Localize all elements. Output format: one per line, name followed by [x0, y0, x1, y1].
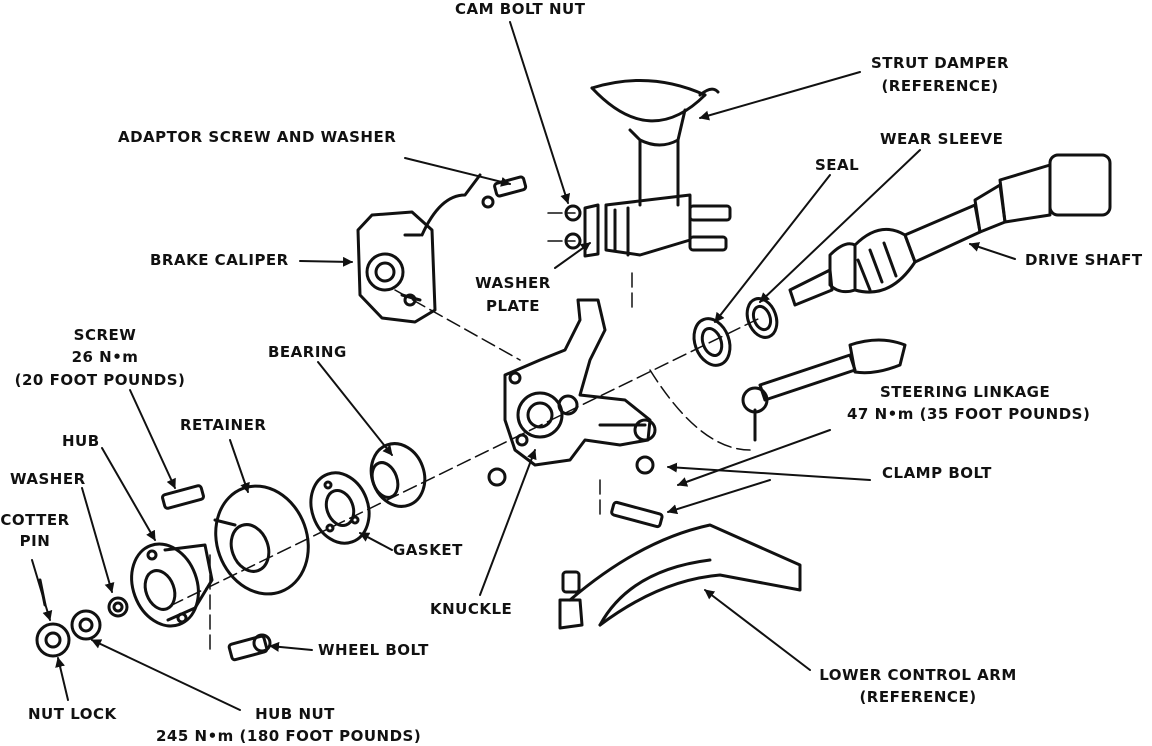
label-drive-shaft: DRIVE SHAFT	[1025, 251, 1143, 269]
knuckle	[503, 298, 657, 467]
wear-sleeve	[745, 297, 779, 339]
hub	[130, 542, 214, 628]
label-washer-plate-line2: PLATE	[486, 297, 540, 315]
label-knuckle: KNUCKLE	[430, 600, 513, 618]
gasket	[309, 471, 371, 545]
label-steering-linkage: STEERING LINKAGE	[880, 383, 1051, 401]
fasteners	[35, 455, 664, 662]
label-hub-nut-torque: 245 N•m (180 FOOT POUNDS)	[156, 727, 422, 745]
label-lower-control-arm: LOWER CONTROL ARM	[819, 666, 1017, 684]
label-washer: WASHER	[10, 470, 86, 488]
label-seal: SEAL	[815, 156, 860, 174]
label-cotter-pin-line2: PIN	[19, 532, 51, 550]
label-cotter-pin-line1: COTTER	[0, 511, 70, 529]
brake-caliper	[356, 173, 528, 324]
label-screw: SCREW	[73, 326, 137, 344]
label-strut-damper: STRUT DAMPER	[871, 54, 1009, 72]
seal	[692, 317, 732, 367]
label-screw-torque-nm: 26 N•m	[71, 348, 139, 366]
label-hub: HUB	[62, 432, 100, 450]
label-bearing: BEARING	[268, 343, 347, 361]
label-cam-bolt-nut: CAM BOLT NUT	[455, 0, 586, 18]
label-gasket: GASKET	[393, 541, 463, 559]
label-clamp-bolt: CLAMP BOLT	[882, 464, 992, 482]
lower-control-arm	[558, 523, 802, 630]
leader-lines	[31, 21, 1016, 711]
bearing	[369, 442, 427, 508]
label-brake-caliper: BRAKE CALIPER	[150, 251, 289, 269]
drive-shaft	[788, 153, 1112, 307]
label-nut-lock: NUT LOCK	[28, 705, 117, 723]
label-retainer: RETAINER	[180, 416, 267, 434]
label-adaptor-screw-and-washer: ADAPTOR SCREW AND WASHER	[118, 128, 397, 146]
label-steering-linkage-torque: 47 N•m (35 FOOT POUNDS)	[847, 405, 1091, 423]
label-lower-control-arm-reference: (REFERENCE)	[859, 688, 977, 706]
label-strut-damper-reference: (REFERENCE)	[881, 77, 999, 95]
label-wheel-bolt: WHEEL BOLT	[318, 641, 429, 659]
label-screw-torque-ft: (20 FOOT POUNDS)	[14, 371, 186, 389]
label-wear-sleeve: WEAR SLEEVE	[880, 130, 1004, 148]
steering-linkage	[741, 338, 907, 442]
strut-damper	[564, 79, 732, 258]
label-hub-nut: HUB NUT	[255, 705, 335, 723]
label-washer-plate-line1: WASHER	[475, 274, 551, 292]
